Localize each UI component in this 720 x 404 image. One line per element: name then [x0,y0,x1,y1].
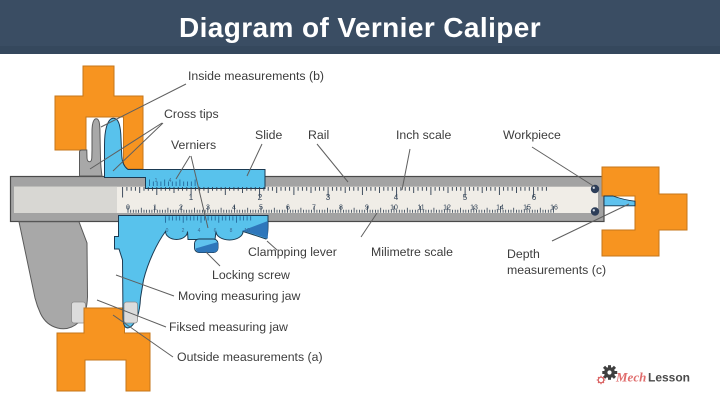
svg-text:11: 11 [417,205,424,212]
svg-text:Rail: Rail [308,128,329,142]
svg-text:8: 8 [230,228,233,234]
svg-text:2: 2 [182,228,185,234]
svg-text:Locking screw: Locking screw [212,268,290,282]
svg-text:13: 13 [470,205,478,212]
svg-text:4: 4 [198,228,201,234]
svg-text:10: 10 [244,228,250,234]
svg-text:10: 10 [390,205,398,212]
svg-text:16: 16 [550,205,558,212]
svg-text:14: 14 [496,205,504,212]
svg-text:measurements (c): measurements (c) [507,263,606,277]
svg-text:2: 2 [258,193,263,202]
svg-text:3: 3 [206,205,210,212]
svg-text:0: 0 [126,205,130,212]
svg-text:4: 4 [169,178,172,184]
svg-text:Fiksed measuring jaw: Fiksed measuring jaw [169,320,288,334]
svg-text:Slide: Slide [255,128,283,142]
svg-text:5: 5 [259,205,263,212]
svg-text:Clampping lever: Clampping lever [248,245,337,259]
svg-text:3: 3 [326,193,331,202]
svg-text:9: 9 [365,205,369,212]
svg-text:8: 8 [339,205,343,212]
svg-text:2: 2 [179,205,183,212]
svg-text:4: 4 [232,205,236,212]
svg-text:6: 6 [286,205,290,212]
svg-text:7: 7 [312,205,316,212]
svg-text:Inside measurements (b): Inside measurements (b) [188,69,324,83]
svg-text:6: 6 [214,228,217,234]
svg-text:Outside measurements (a): Outside measurements (a) [177,350,323,364]
svg-text:Mech: Mech [615,370,646,385]
svg-text:Lesson: Lesson [648,371,690,385]
svg-text:Diagram of Vernier Caliper: Diagram of Vernier Caliper [179,12,541,43]
svg-text:Verniers: Verniers [171,138,216,152]
svg-text:1: 1 [153,205,157,212]
svg-text:Milimetre scale: Milimetre scale [371,245,453,259]
svg-text:1: 1 [155,178,158,184]
svg-text:4: 4 [394,193,399,202]
svg-text:Depth: Depth [507,247,540,261]
svg-text:0: 0 [166,228,169,234]
svg-text:15: 15 [523,205,531,212]
svg-text:5: 5 [463,193,468,202]
svg-text:6: 6 [532,193,537,202]
svg-text:Inch scale: Inch scale [396,128,452,142]
svg-text:12: 12 [443,205,451,212]
svg-text:Workpiece: Workpiece [503,128,561,142]
svg-text:Moving measuring jaw: Moving measuring jaw [178,289,300,303]
svg-text:Cross tips: Cross tips [164,107,219,121]
svg-text:1: 1 [189,193,194,202]
